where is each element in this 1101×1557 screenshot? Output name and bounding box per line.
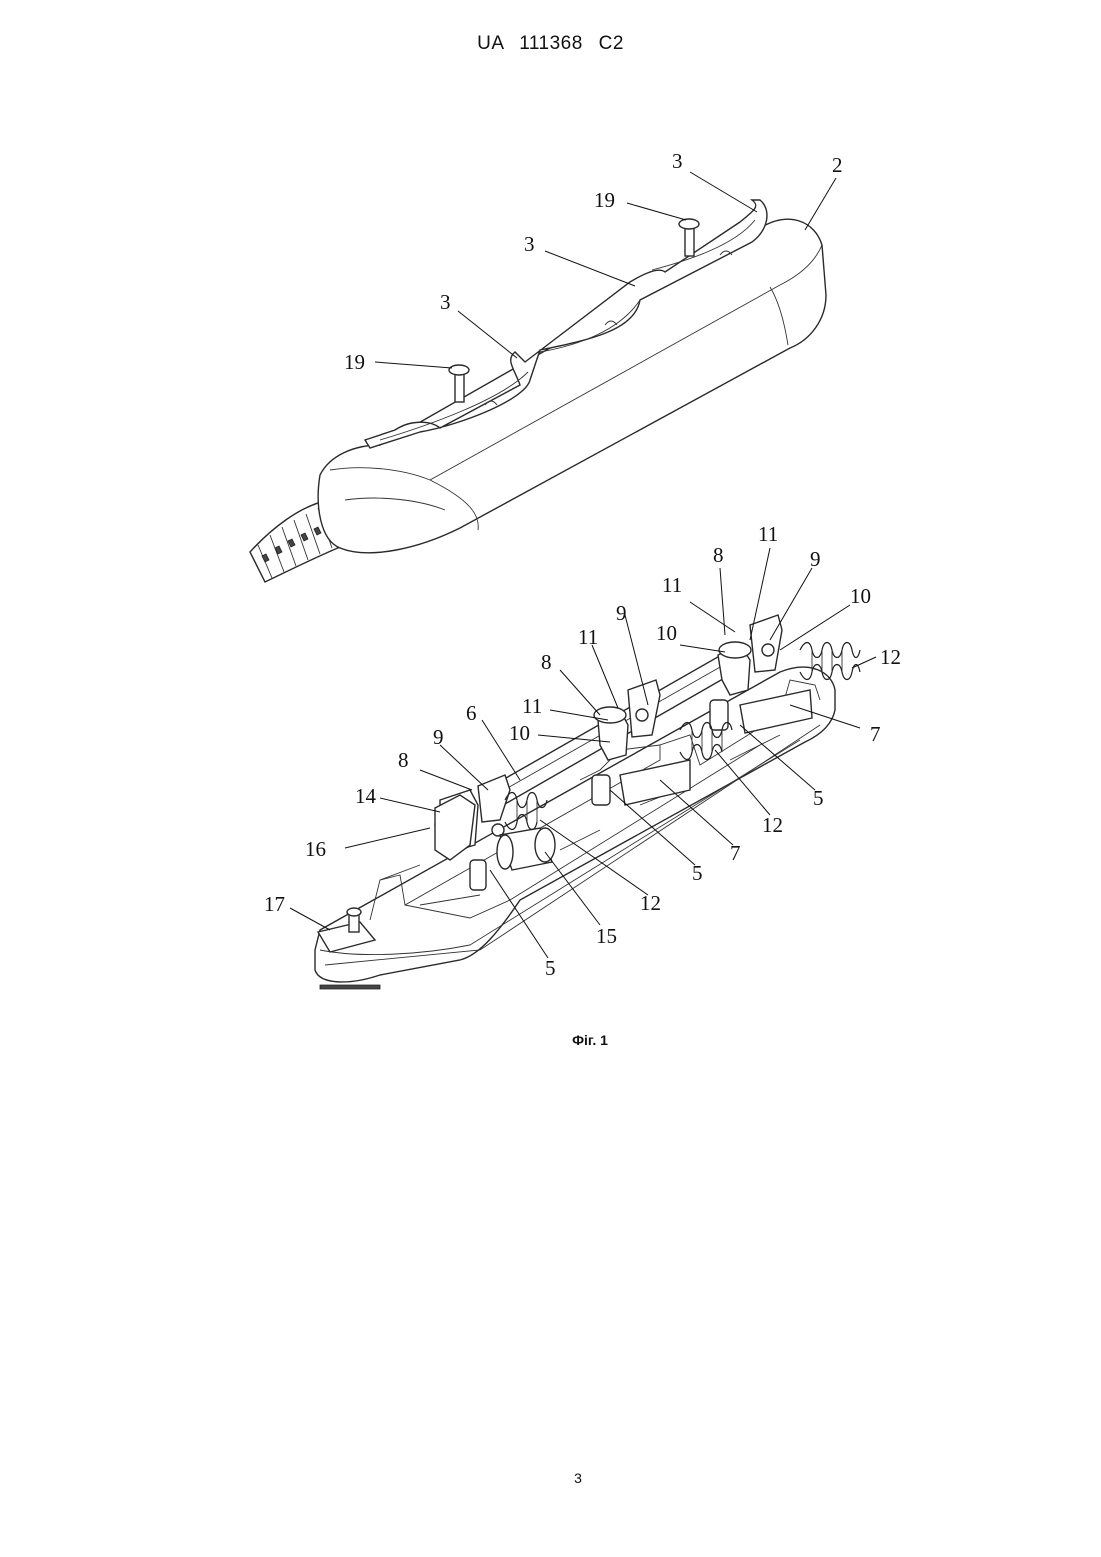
label-lower-7: 10 <box>656 621 677 645</box>
label-lower-1: 11 <box>758 522 778 546</box>
label-lower-19: 12 <box>762 813 783 837</box>
label-lower-13: 10 <box>509 721 530 745</box>
label-lower-24: 17 <box>264 892 285 916</box>
label-lower-3: 9 <box>810 547 821 571</box>
label-lower-18: 16 <box>305 837 326 861</box>
label-upper-4: 3 <box>524 232 535 256</box>
base-mechanism-view: 11 8 9 11 10 9 10 12 11 8 11 6 10 7 9 8 … <box>264 522 901 989</box>
label-lower-9: 11 <box>578 625 598 649</box>
post-5-b <box>710 700 728 730</box>
label-lower-23: 5 <box>692 861 703 885</box>
label-lower-14: 7 <box>870 722 881 746</box>
label-lower-8: 12 <box>880 645 901 669</box>
housing-assembled-view: 3 2 19 3 3 19 <box>250 149 843 582</box>
label-lower-11: 11 <box>522 694 542 718</box>
label-lower-15: 9 <box>433 725 444 749</box>
label-lower-10: 8 <box>541 650 552 674</box>
label-lower-26: 5 <box>545 956 556 980</box>
label-upper-3: 19 <box>594 188 615 212</box>
figure-caption: Фіг. 1 <box>0 1032 1101 1048</box>
label-lower-4: 11 <box>662 573 682 597</box>
label-upper-1: 3 <box>672 149 683 173</box>
label-lower-20: 5 <box>813 786 824 810</box>
label-upper-6: 19 <box>344 350 365 374</box>
pin-19-right <box>679 219 699 256</box>
label-lower-2: 8 <box>713 543 724 567</box>
page-number: 3 <box>0 1470 1101 1486</box>
label-lower-25: 15 <box>596 924 617 948</box>
label-lower-5: 10 <box>850 584 871 608</box>
label-lower-6: 9 <box>616 601 627 625</box>
label-lower-17: 14 <box>355 784 377 808</box>
label-upper-2: 2 <box>832 153 843 177</box>
cylinder-15 <box>497 828 555 870</box>
post-5-a <box>592 775 610 805</box>
label-lower-16: 8 <box>398 748 409 772</box>
label-lower-12: 6 <box>466 701 477 725</box>
label-lower-21: 7 <box>730 841 741 865</box>
post-5-c <box>470 860 486 890</box>
label-upper-5: 3 <box>440 290 451 314</box>
label-lower-22: 12 <box>640 891 661 915</box>
